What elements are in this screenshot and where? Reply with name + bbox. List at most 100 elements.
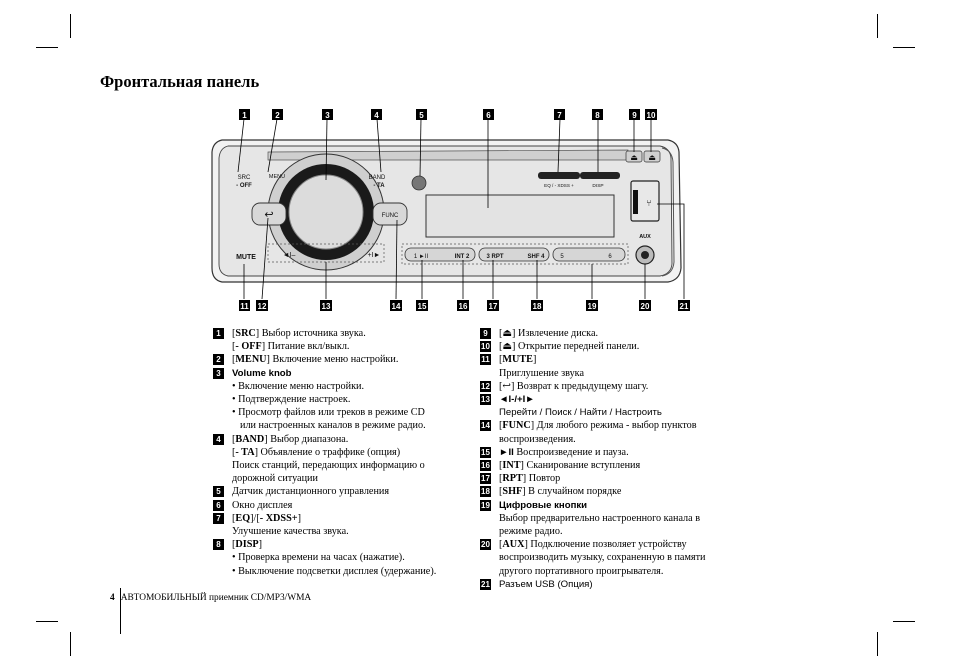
back-icon: ↩ xyxy=(264,209,273,221)
text: Приглушение звука xyxy=(499,367,584,379)
item-number: 19 xyxy=(480,499,491,511)
item-number: 11 xyxy=(480,354,491,366)
legend-item-func: 14 [FUNC] Для любого режима - выбор пунк… xyxy=(480,419,740,445)
legend-item-volume-knob: 3 Volume knob • Включение меню настройки… xyxy=(213,367,471,433)
callout-number: 4 xyxy=(374,111,379,120)
text: [ xyxy=(499,486,503,498)
crop-mark xyxy=(893,621,915,622)
legend-item-remote-sensor: 5 Датчик дистанционного управления xyxy=(213,485,471,498)
text: [ xyxy=(499,341,503,353)
callout-number: 7 xyxy=(557,111,562,120)
legend-item-mute: 11 [MUTE] Приглушение звука xyxy=(480,353,740,379)
text: ] Для любого режима - выбор пунктов xyxy=(530,420,697,432)
text: [ xyxy=(232,512,236,524)
item-number: 8 xyxy=(213,539,224,551)
text: DISP xyxy=(235,539,259,551)
callout-number: 3 xyxy=(325,111,330,120)
usb-icon: ⑂ xyxy=(646,198,651,208)
text: [ xyxy=(499,539,503,551)
text: - OFF xyxy=(235,341,262,353)
callout-number: 8 xyxy=(595,111,600,120)
text: ] xyxy=(532,354,537,366)
legend-item-src: 1 [SRC] Выбор источника звука. [- OFF] П… xyxy=(213,327,471,353)
page-number: 4 xyxy=(110,593,115,603)
text: [ xyxy=(499,380,503,392)
text: ] Выбор источника звука. xyxy=(255,328,366,339)
eject-icon: ⏏ xyxy=(630,153,638,162)
preset-button-1-2[interactable] xyxy=(404,247,476,262)
usb-slot xyxy=(633,190,638,214)
text: [ xyxy=(232,328,236,339)
callout-number: 6 xyxy=(486,111,491,120)
text: RPT xyxy=(502,473,523,485)
text: ] xyxy=(297,512,301,524)
preset-button-5-6[interactable] xyxy=(552,247,626,262)
text: BAND xyxy=(235,433,265,445)
text: ] Повтор xyxy=(522,473,561,485)
text: SRC xyxy=(235,328,256,339)
callout-lines-top xyxy=(237,118,652,208)
text: Воспроизведение и пауза. xyxy=(516,446,629,458)
text: [ xyxy=(232,354,236,366)
text: Окно дисплея xyxy=(232,499,293,511)
text: ] Возврат к предыдущему шагу. xyxy=(510,380,649,392)
text: Выбор предварительно настроенного канала… xyxy=(499,512,701,524)
volume-knob[interactable] xyxy=(288,174,364,250)
callout-number: 19 xyxy=(588,302,597,311)
item-title: Цифровые кнопки xyxy=(499,499,588,511)
preset-button-3-4[interactable] xyxy=(478,247,550,262)
legend-left: 1 [SRC] Выбор источника звука. [- OFF] П… xyxy=(213,327,471,578)
text: [ xyxy=(499,460,503,472)
callout-number: 10 xyxy=(647,111,656,120)
text: ] Питание вкл/выкл. xyxy=(261,341,350,353)
text: SHF xyxy=(502,486,523,498)
callout-number: 20 xyxy=(641,302,650,311)
crop-mark xyxy=(36,47,58,48)
legend-right: 9 [⏏] Извлечение диска. 10 [⏏] Открытие … xyxy=(480,327,740,591)
callouts-bottom: 11 12 13 14 15 16 17 18 19 20 21 xyxy=(239,300,690,311)
display-window xyxy=(425,194,615,238)
text: дорожной ситуации xyxy=(232,473,318,485)
item-number: 12 xyxy=(480,380,491,392)
legend-item-play-pause: 15 ►II Воспроизведение и пауза. xyxy=(480,446,740,459)
text: [ xyxy=(499,420,503,432)
crop-mark xyxy=(70,632,71,656)
callout-number: 1 xyxy=(242,111,247,120)
open-panel-button[interactable] xyxy=(643,150,661,163)
disp-button[interactable] xyxy=(580,172,620,179)
item-number: 10 xyxy=(480,341,491,353)
seek-symbols: ◄I-/+I► xyxy=(499,394,535,406)
text: Датчик дистанционного управления xyxy=(232,486,390,498)
mute-label: MUTE xyxy=(236,254,256,261)
next-button[interactable]: +I► xyxy=(368,252,381,259)
callout-number: 5 xyxy=(419,111,424,120)
callout-number: 14 xyxy=(392,302,401,311)
item-number: 5 xyxy=(213,486,224,498)
prev-button[interactable]: ◄I– xyxy=(283,252,296,259)
preset-2-label: INT 2 xyxy=(455,254,470,260)
callouts-top: 1 2 3 4 5 6 7 8 9 10 xyxy=(239,109,657,120)
text: воспроизводить музыку, сохраненную в пам… xyxy=(499,552,706,564)
text: MUTE xyxy=(502,354,533,366)
func-button[interactable] xyxy=(372,202,408,226)
text: режиме радио. xyxy=(499,526,563,538)
crop-mark xyxy=(877,632,878,656)
band-label: BAND xyxy=(369,175,386,181)
crop-mark xyxy=(70,14,71,38)
legend-item-back: 12 [↩] Возврат к предыдущему шагу. xyxy=(480,380,740,393)
callout-number: 13 xyxy=(322,302,331,311)
text: INT xyxy=(502,460,521,472)
item-number: 14 xyxy=(480,420,491,432)
aux-label: AUX xyxy=(639,234,651,240)
text: ] Объявление о траффике (опция) xyxy=(254,446,401,458)
back-button[interactable] xyxy=(251,202,287,226)
text: другого портативного проигрывателя. xyxy=(499,565,664,577)
legend-item-digits: 19 Цифровые кнопки Выбор предварительно … xyxy=(480,499,740,539)
text: ] Подключение позволяет устройству xyxy=(524,539,687,551)
legend-item-int: 16 [INT] Сканирование вступления xyxy=(480,459,740,472)
callout-lines-bottom xyxy=(243,203,685,300)
callout-number: 11 xyxy=(240,302,249,311)
callout-number: 18 xyxy=(533,302,542,311)
eq-xdss-button[interactable] xyxy=(538,172,580,179)
